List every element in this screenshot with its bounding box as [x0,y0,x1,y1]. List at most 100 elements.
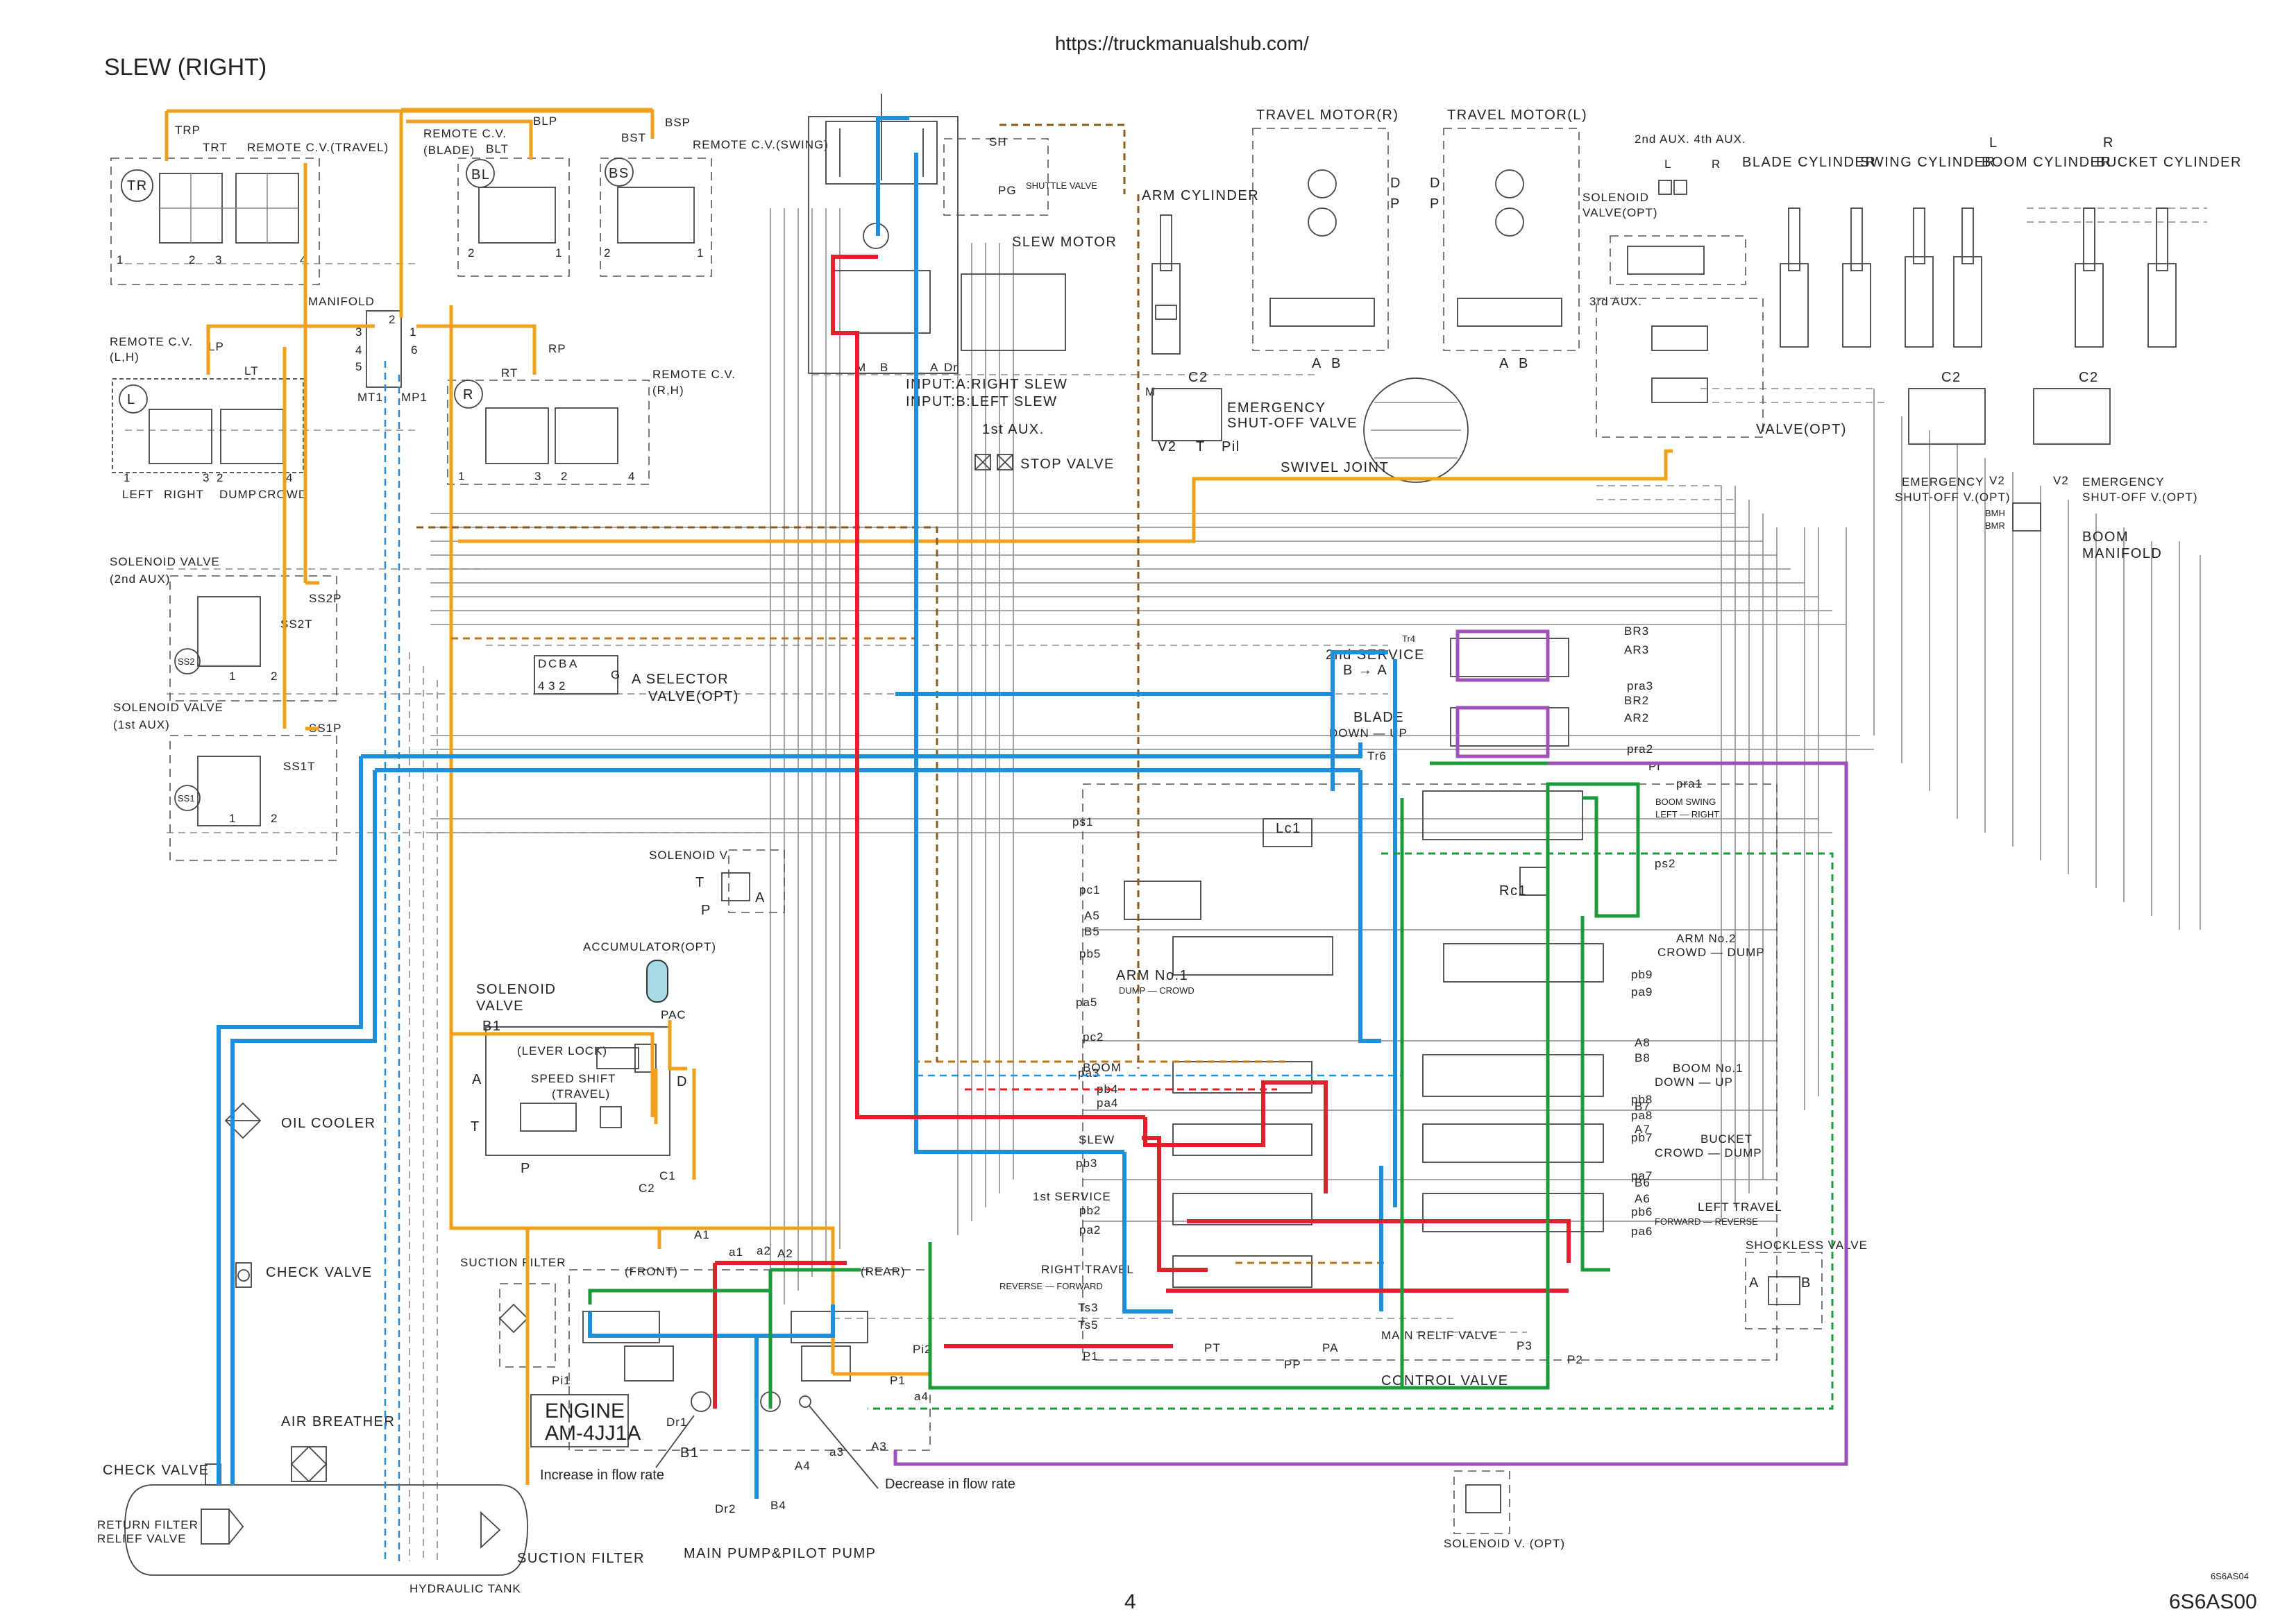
cv-blade-dir: DOWN — UP [1329,726,1408,740]
remote-right-rp: RP [548,342,566,355]
purple-lines [893,629,1848,1466]
main-pump: (FRONT) (REAR) ENGINE AM-4JJ1A Increase … [530,1228,1015,1561]
selector-g: G [611,668,621,681]
pump-port-a4s: a4 [914,1390,929,1403]
remote-left-port-4: 4 [286,471,293,484]
selector-title1: A SELECTOR [632,672,729,687]
cv-boom-swing: BOOM SWING [1655,797,1716,807]
aux-solenoid-valves: 2nd AUX. 4th AUX. L R SOLENOID VALVE(OPT… [1582,133,1847,438]
orange-pilot-lines [164,108,1673,1485]
solenoid-lever-speed2: (TRAVEL) [552,1087,610,1101]
cv-port-pa8: pa8 [1631,1109,1653,1122]
emergency1-v2: V2 [1158,439,1176,454]
cv-port-br2: BR2 [1624,694,1649,707]
travel-motor-l-a: A [1499,356,1510,371]
emergency1-title1: EMERGENCY [1227,400,1326,416]
cv-port-ar2: AR2 [1624,711,1649,724]
emergency2-v2a: V2 [1989,474,2005,487]
remote-left-crowd: CROWD [258,488,307,501]
cv-right-travel-dir: REVERSE — FORWARD [999,1281,1103,1291]
emergency-shutoff-right: C2 C2 EMERGENCY SHUT-OFF V.(OPT) EMERGEN… [1895,370,2197,504]
cv-port-a8: A8 [1635,1036,1651,1049]
cv-rc1: Rc1 [1499,883,1527,899]
cv-port-pb2: pb2 [1079,1204,1101,1217]
solenoid-valve-2nd-aux: SOLENOID VALVE (2nd AUX) SS2 SS2P SS2T 1… [110,555,341,702]
manifold-port-3: 3 [355,325,362,339]
suction-filter: SUCTION FILTER [460,1256,566,1368]
check-valve-lower-title: CHECK VALVE [103,1463,210,1478]
cv-port-p1: P1 [1083,1350,1099,1363]
cv-port-ts5: Ts5 [1078,1318,1098,1332]
solenoid-lever-speed1: SPEED SHIFT [531,1072,616,1085]
solenoid-v-a: A [755,890,766,906]
cv-title: CONTROL VALVE [1381,1373,1509,1388]
footer-page-number: 4 [1124,1590,1136,1613]
remote-swing-bst: BST [621,131,646,144]
stop-valve: 1st AUX. STOP VALVE [974,422,1113,472]
solenoid-1st-title2: (1st AUX) [113,718,170,731]
cv-port-br3: BR3 [1624,624,1649,638]
cv-port-b7: B7 [1635,1100,1651,1113]
cv-port-pa: PA [1322,1341,1338,1354]
selector-port-d: D [538,657,547,670]
solenoid-1st-port-2: 2 [271,812,278,825]
check-valve-upper: CHECK VALVE [235,1262,373,1288]
cv-port-pb6: pb6 [1631,1205,1653,1218]
solenoid-1st-port-1: 1 [229,812,236,825]
selector-port-3: 3 [548,679,555,692]
remote-travel-port-4: 4 [300,253,307,266]
remote-swing-title: REMOTE C.V.(SWING) [693,138,829,151]
boom-manifold: BMH BMR BOOM MANIFOLD [1985,502,2161,561]
remote-left-port-1: 1 [124,471,130,484]
manifold-title: MANIFOLD [308,295,375,308]
selector-port-4: 4 [538,679,545,692]
emergency2-c2a: C2 [1941,370,1961,385]
cv-port-tr6: Tr6 [1367,749,1387,763]
pump-port-b4: B4 [770,1499,786,1512]
slew-shuttle: SHUTTLE VALVE [1026,180,1097,191]
cylinders-right: BLADE CYLINDER SWING CYLINDER BOOM CYLIN… [1742,135,2240,348]
pump-port-pi2: Pi2 [913,1343,932,1356]
solenoid-1st-p: SS1P [309,722,341,735]
pump-port-a4: A4 [795,1459,811,1472]
remote-travel-port-2: 2 [189,253,196,266]
remote-travel-trt: TRT [203,141,228,154]
remote-blade-port-2: 2 [468,246,475,260]
cv-boom: BOOM [1083,1061,1122,1074]
solenoid-v-opt: SOLENOID V. (OPT) [1444,1470,1564,1550]
travel-motor-left: TRAVEL MOTOR(L) A B D P [1430,108,1587,371]
header-url[interactable]: https://truckmanualshub.com/ [1055,33,1309,54]
remote-cv-travel: TR TRP TRT REMOTE C.V.(TRAVEL) 1 2 3 4 [110,124,388,285]
emergency1-t: T [1196,439,1206,454]
manifold-port-1: 1 [410,325,416,339]
cv-port-a5: A5 [1084,909,1100,922]
solenoid-lever-t: T [471,1119,480,1135]
solenoid-valve-1st-aux: SOLENOID VALVE (1st AUX) SS1 SS1P SS1T 1… [113,701,341,861]
aux-valve-opt: VALVE(OPT) [1756,422,1847,437]
slew-port-b: B [880,361,888,374]
remote-left-title2: (L,H) [110,350,140,364]
cv-arm1: ARM No.1 [1116,968,1188,983]
check-valve-upper-title: CHECK VALVE [266,1265,373,1280]
solenoid-2nd-t: SS2T [280,618,313,631]
remote-left-right: RIGHT [164,488,204,501]
cv-port-pb5: pb5 [1079,947,1101,960]
solenoid-lever-b1: B1 [482,1019,501,1034]
solenoid-lever-lever: (LEVER LOCK) [517,1044,607,1057]
solenoid-lever-c2: C2 [639,1182,655,1195]
solenoid-lever-p: P [521,1161,531,1176]
cv-boom-swing-dir: LEFT — RIGHT [1655,809,1719,819]
emergency2-e1b: SHUT-OFF V.(OPT) [1895,491,2011,504]
travel-motor-l-b: B [1519,356,1529,371]
remote-right-rt: RT [501,366,518,380]
cv-port-a7: A7 [1635,1123,1651,1136]
solenoid-v-t: T [695,875,705,890]
aux-l: L [1664,158,1671,171]
remote-blade-title1: REMOTE C.V. [423,127,507,140]
remote-left-left: LEFT [122,488,154,501]
emergency2-e1a: EMERGENCY [1902,475,1984,488]
hydraulic-tank: RETURN FILTER RELIEF VALVE SUCTION FILTE… [97,1484,643,1595]
accumulator: ACCUMULATOR(OPT) PAC [583,940,716,1021]
cv-arm2: ARM No.2 [1676,932,1736,945]
